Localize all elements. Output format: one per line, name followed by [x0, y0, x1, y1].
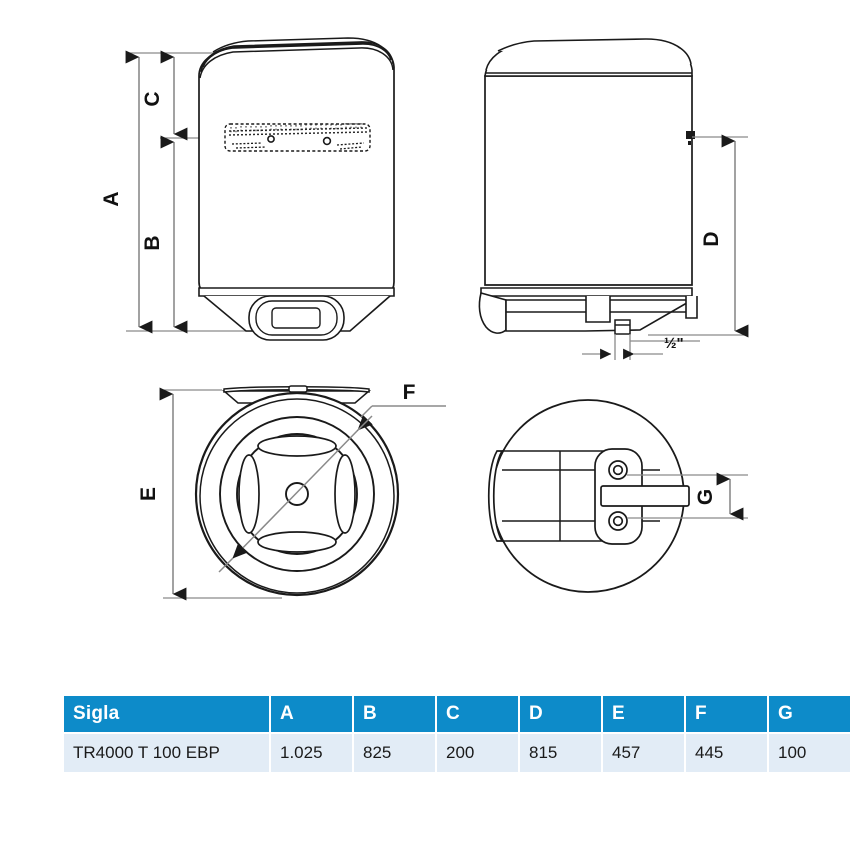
side-wall-bracket-mark [686, 131, 695, 145]
side-top-cap [484, 38, 693, 77]
annotation-label-half-inch: ½" [664, 335, 684, 352]
table-row: TR4000 T 100 EBP 1.025 825 200 815 457 4… [64, 734, 850, 772]
cell-d: 815 [520, 734, 601, 772]
cell-c: 200 [437, 734, 518, 772]
dimension-G: G [627, 472, 748, 521]
dimension-A: A [100, 50, 153, 334]
dimension-E: E [137, 387, 187, 601]
specification-table-container: Sigla A B C D E F G TR4000 T 100 EBP 1.0… [62, 694, 850, 774]
dimension-F: F [218, 381, 446, 573]
dimension-label-E: E [137, 487, 160, 501]
dimension-label-G: G [694, 489, 717, 505]
cell-f: 445 [686, 734, 767, 772]
column-header-d: D [520, 696, 601, 732]
dimension-C: C [141, 50, 188, 141]
technical-drawing-canvas: A C B [100, 37, 749, 601]
column-header-c: C [437, 696, 518, 732]
front-top-cap [199, 37, 394, 79]
column-header-f: F [686, 696, 767, 732]
front-tank-body [198, 43, 395, 300]
bracket-detail-view: G [487, 399, 748, 593]
side-outlet-nipple [614, 319, 631, 335]
detail-screw-bottom [608, 511, 628, 531]
dimension-D: D [648, 134, 749, 338]
table-header-row: Sigla A B C D E F G [64, 696, 850, 732]
plan-center-hub [285, 482, 309, 506]
table-body: TR4000 T 100 EBP 1.025 825 200 815 457 4… [64, 734, 850, 772]
table-header: Sigla A B C D E F G [64, 696, 850, 732]
cell-a: 1.025 [271, 734, 352, 772]
column-header-g: G [769, 696, 850, 732]
cell-b: 825 [354, 734, 435, 772]
cell-g: 100 [769, 734, 850, 772]
detail-screw-top [608, 460, 628, 480]
side-elevation-view: D ½" [478, 38, 749, 360]
annotation-half-inch: ½" [582, 334, 700, 360]
cell-e: 457 [603, 734, 684, 772]
detail-left-edge [487, 450, 504, 542]
front-base [198, 287, 395, 341]
dimension-label-A: A [100, 191, 123, 206]
dimension-label-B: B [141, 235, 164, 250]
specification-table: Sigla A B C D E F G TR4000 T 100 EBP 1.0… [62, 694, 850, 774]
dimension-B: B [141, 135, 188, 334]
column-header-sigla: Sigla [64, 696, 269, 732]
side-base-skirt [478, 287, 698, 334]
column-header-a: A [271, 696, 352, 732]
dimension-label-D: D [700, 231, 723, 246]
column-header-b: B [354, 696, 435, 732]
front-control-panel [224, 123, 371, 152]
bottom-plan-view: E [137, 381, 446, 601]
side-tank-body [484, 75, 693, 286]
column-header-e: E [603, 696, 684, 732]
plan-outer-shell-inner [199, 398, 395, 594]
detail-bracket-arm [600, 485, 690, 507]
cell-sigla: TR4000 T 100 EBP [64, 734, 269, 772]
dimension-label-C: C [141, 91, 164, 106]
dimension-label-F: F [403, 381, 416, 404]
front-elevation-view: A C B [100, 37, 395, 341]
